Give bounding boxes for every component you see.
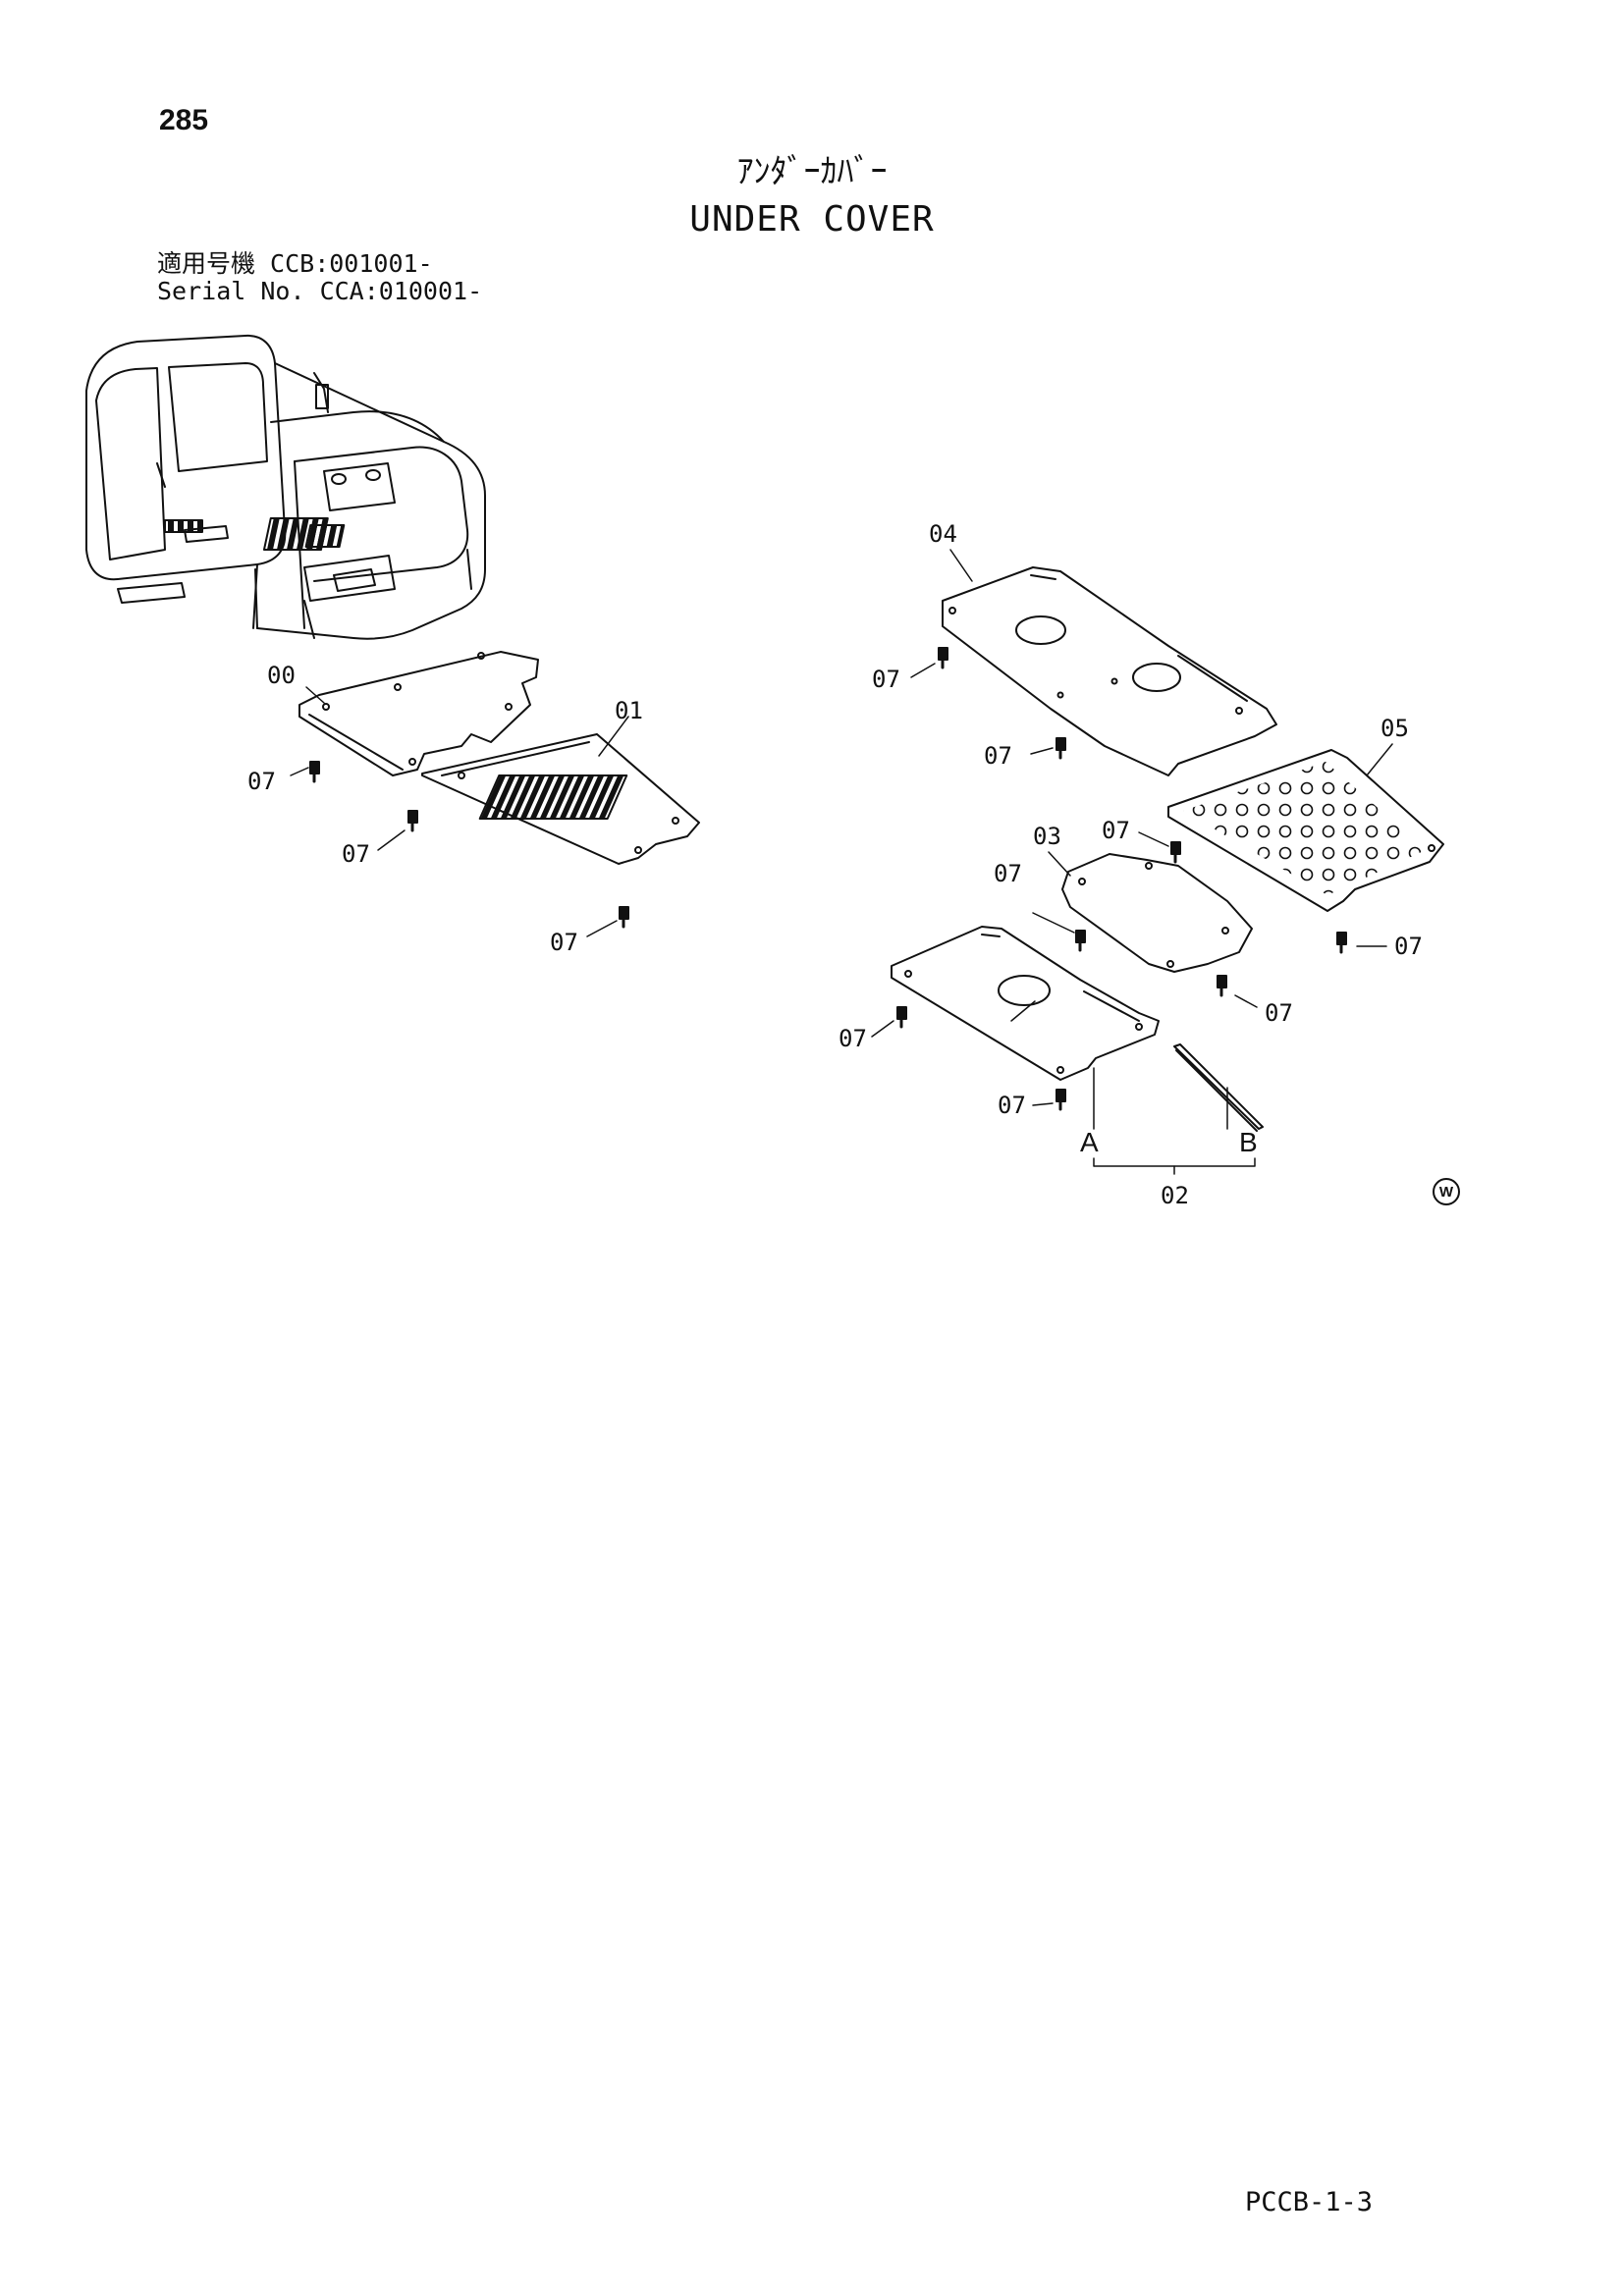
callout-07: 07 [1265, 999, 1293, 1027]
serial-line-1: 適用号機 CCB:001001- [157, 249, 433, 278]
w-mark: W [1433, 1178, 1460, 1205]
callout-07: 07 [872, 666, 900, 693]
part-04-large-cover [943, 567, 1276, 775]
callout-07: 07 [1102, 817, 1130, 844]
callout-04: 04 [929, 520, 957, 548]
drawing-code: PCCB-1-3 [1245, 2187, 1374, 2217]
point-b-label: B [1239, 1127, 1258, 1157]
page-number: 285 [159, 104, 209, 136]
bolt-07 [310, 648, 1346, 1109]
title-japanese: ｱﾝﾀﾞｰｶﾊﾞｰ [736, 152, 888, 191]
part-00-cover-plate [299, 652, 538, 775]
callout-03: 03 [1033, 823, 1061, 850]
callout-07: 07 [247, 768, 276, 795]
callout-07: 07 [839, 1025, 867, 1052]
callout-07: 07 [994, 860, 1022, 887]
part-01-louvered-cover [422, 734, 699, 864]
part-05-perforated-cover [1168, 750, 1443, 911]
callout-07: 07 [1394, 933, 1423, 960]
callout-07: 07 [984, 742, 1012, 770]
title-english: UNDER COVER [689, 199, 935, 240]
callout-05: 05 [1380, 715, 1409, 742]
part-03-small-cover [1062, 854, 1252, 972]
callout-07: 07 [342, 840, 370, 868]
callout-01: 01 [615, 697, 643, 724]
callout-07: 07 [550, 929, 578, 956]
machine-overview [86, 336, 485, 639]
callout-07: 07 [998, 1092, 1026, 1119]
callout-02: 02 [1161, 1182, 1189, 1209]
part-02-lower-cover [892, 927, 1263, 1131]
callout-00: 00 [267, 662, 296, 689]
serial-line-2: Serial No. CCA:010001- [157, 277, 483, 305]
point-a-label: A [1080, 1127, 1099, 1157]
leader-lines [291, 550, 1392, 1174]
